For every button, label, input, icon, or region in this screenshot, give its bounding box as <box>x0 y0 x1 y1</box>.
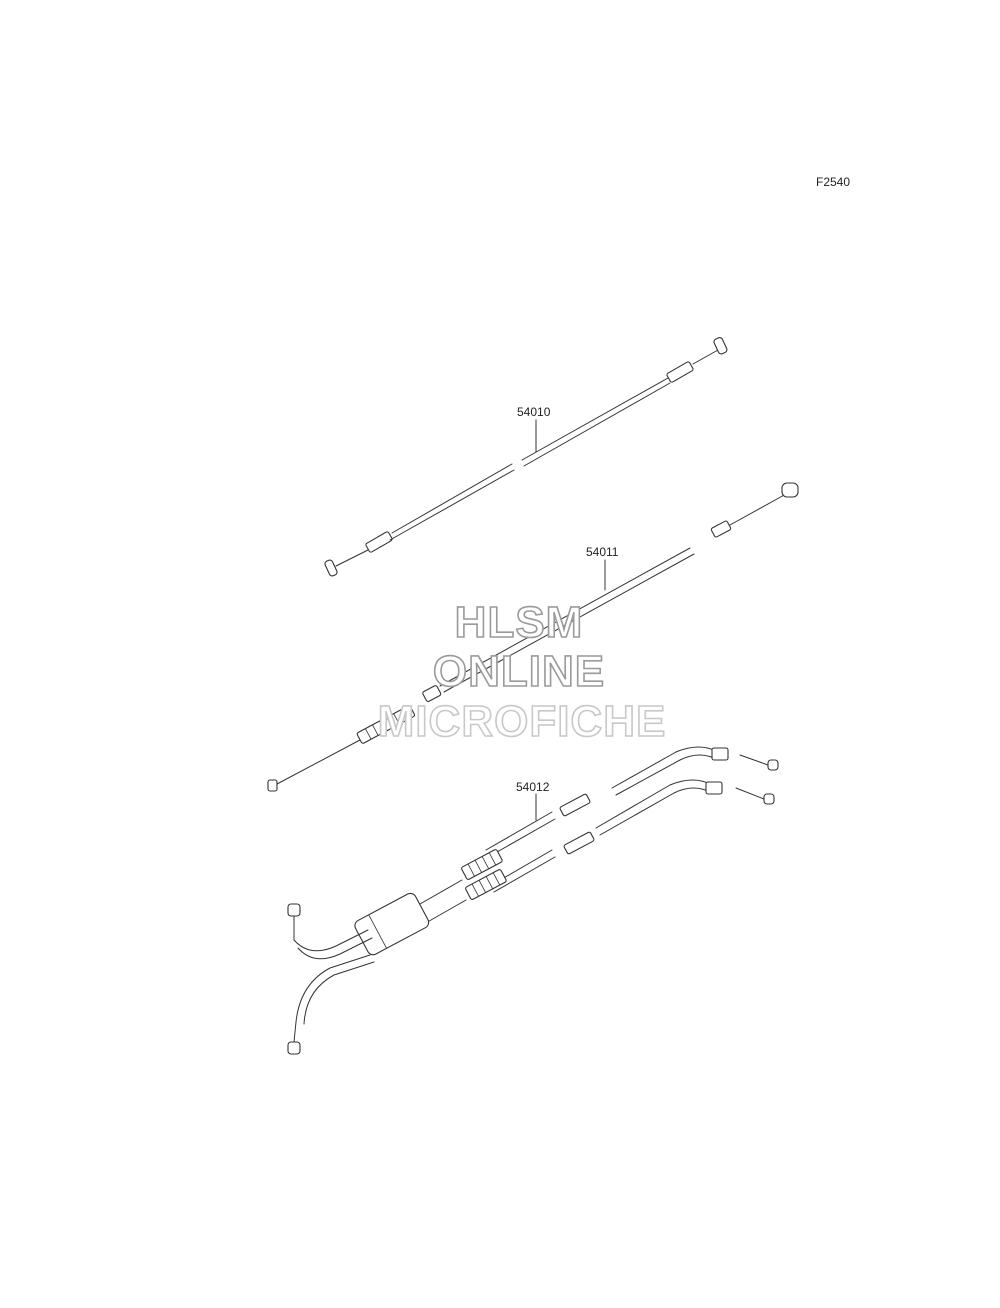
watermark-line-2: ONLINE <box>433 647 605 696</box>
cable-54010[interactable] <box>324 337 728 577</box>
watermark: HLSM ONLINE MICROFICHE <box>377 597 667 747</box>
watermark-line-3: MICROFICHE <box>378 697 667 746</box>
figure-code: F2540 <box>816 175 850 189</box>
watermark-line-1: HLSM <box>455 598 584 647</box>
part-number-54010: 54010 <box>517 405 551 419</box>
part-number-54011: 54011 <box>586 545 619 559</box>
part-number-54012: 54012 <box>516 780 550 794</box>
cable-54011[interactable] <box>267 482 799 792</box>
cable-54012[interactable] <box>287 746 779 1055</box>
